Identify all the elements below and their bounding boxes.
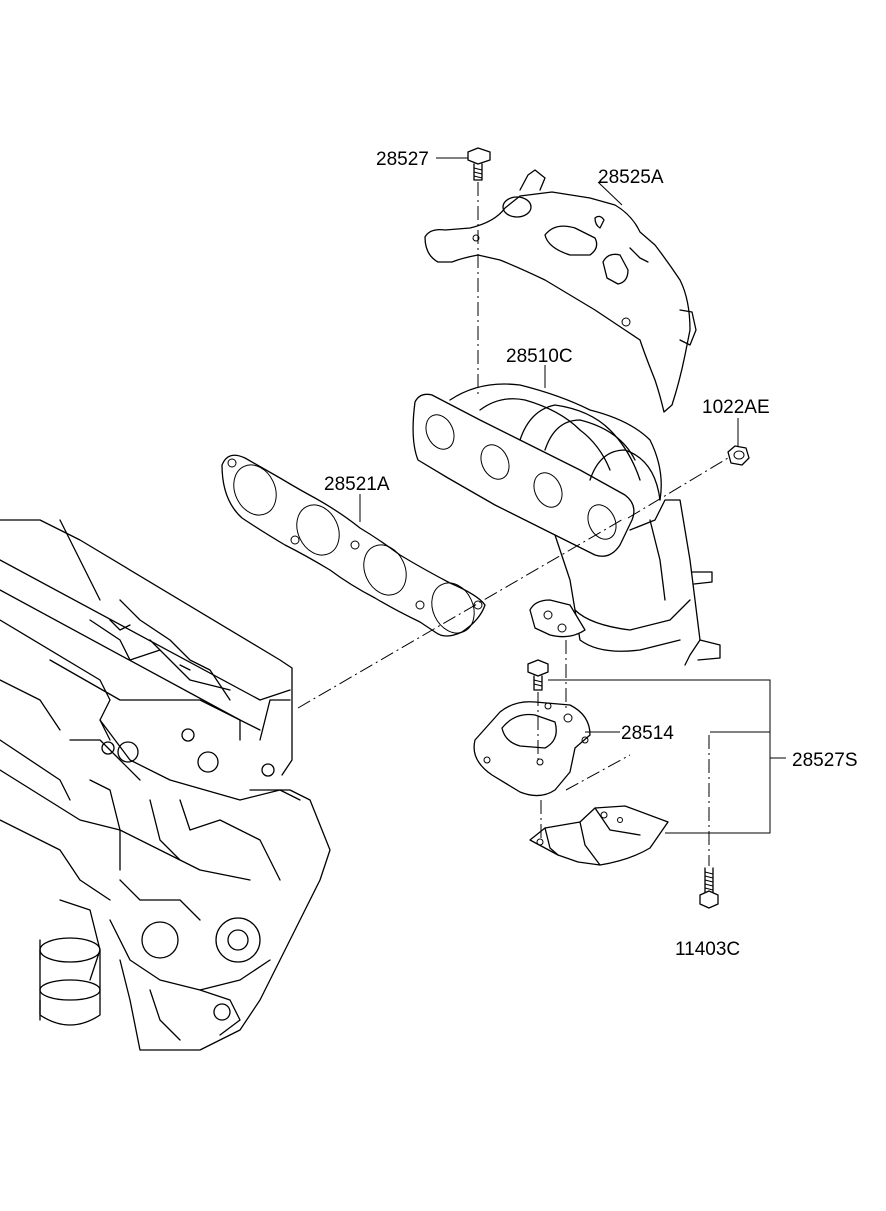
bracket-part [473,701,591,797]
label-28510c: 28510C [506,346,573,367]
exhaust-manifold-part [412,383,721,666]
alignment-lines [297,182,729,866]
leader-lines [359,157,786,834]
label-28525a: 28525A [598,167,664,188]
bolt-28527-part [467,147,491,181]
part-labels: 28527 28525A 28510C 1022AE 28521A 28514 … [324,149,858,960]
label-11403c: 11403C [675,939,740,960]
gasket-part [221,454,486,637]
lower-bracket-part [529,805,669,866]
label-1022ae: 1022AE [702,397,770,418]
heat-shield-part [424,169,697,413]
bolt-11403c-part [699,867,719,909]
label-28514: 28514 [621,723,674,744]
nut-part [727,445,750,466]
engine-block-illustration [0,519,331,1051]
label-28527s: 28527S [792,750,858,771]
label-28527: 28527 [376,149,429,170]
bracket-bolt-part [527,659,549,691]
label-28521a: 28521A [324,474,390,495]
